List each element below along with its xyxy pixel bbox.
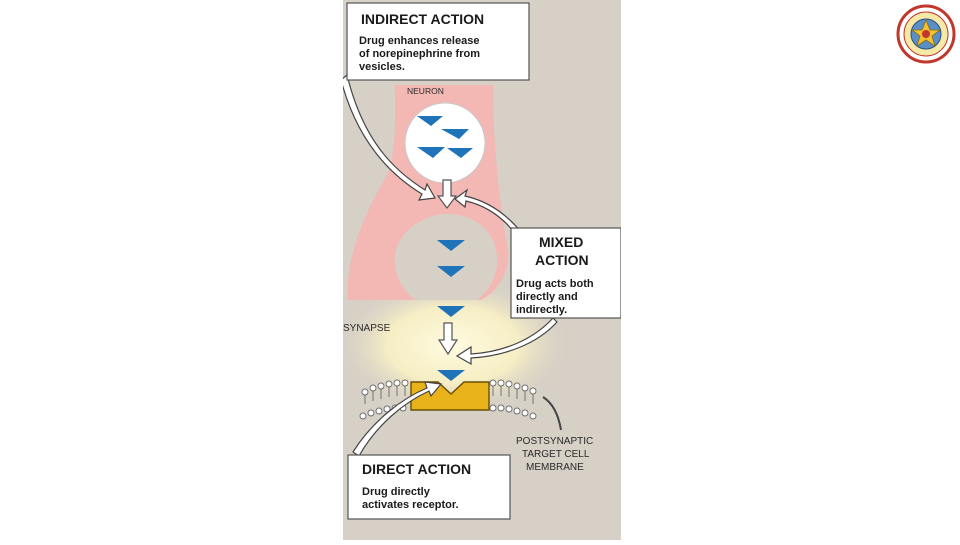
synapse-label: SYNAPSE xyxy=(343,323,391,334)
vesicle xyxy=(404,102,486,184)
mixed-title-2: ACTION xyxy=(535,252,589,268)
drug-molecules xyxy=(417,116,473,381)
drug-molecule xyxy=(417,147,445,158)
indirect-line-2: of norepinephrine from xyxy=(359,48,480,60)
drug-molecule xyxy=(441,129,469,139)
membrane-label-3: MEMBRANE xyxy=(526,462,584,473)
membrane-label-2: TARGET CELL xyxy=(522,449,590,460)
neuron-label: NEURON xyxy=(407,86,444,96)
drug-molecule xyxy=(437,240,465,251)
drug-molecule xyxy=(447,148,473,158)
drug-molecule xyxy=(417,116,443,126)
indirect-callout-box xyxy=(346,2,530,81)
drug-molecule xyxy=(437,266,465,277)
membrane-pointer xyxy=(542,396,562,431)
direct-title: DIRECT ACTION xyxy=(362,461,471,477)
mixed-line-2: directly and xyxy=(516,291,578,303)
indirect-arrow xyxy=(340,73,436,201)
release-arrow xyxy=(436,179,459,356)
direct-arrow xyxy=(352,381,443,457)
mixed-arrow-upper xyxy=(454,188,522,237)
mixed-line-1: Drug acts both xyxy=(516,278,594,290)
membrane-label-1: POSTSYNAPTIC xyxy=(516,436,593,447)
mixed-callout-box xyxy=(510,227,622,319)
release-bulb xyxy=(394,214,498,300)
direct-line-1: Drug directly xyxy=(362,486,431,498)
drug-action-diagram: INDIRECT ACTION Drug enhances release of… xyxy=(333,0,622,540)
membrane-right xyxy=(489,379,537,420)
mixed-title-1: MIXED xyxy=(539,234,583,250)
university-seal-icon xyxy=(896,4,956,64)
indirect-line-1: Drug enhances release xyxy=(359,35,479,47)
direct-line-2: activates receptor. xyxy=(362,499,459,511)
indirect-line-3: vesicles. xyxy=(359,61,405,73)
drug-molecule xyxy=(437,370,465,381)
callout-arrows xyxy=(340,73,558,457)
drug-molecule xyxy=(437,306,465,317)
mixed-line-3: indirectly. xyxy=(516,304,567,316)
direct-callout-box xyxy=(347,454,511,520)
indirect-title: INDIRECT ACTION xyxy=(361,11,484,27)
mixed-arrow-lower xyxy=(455,317,558,366)
